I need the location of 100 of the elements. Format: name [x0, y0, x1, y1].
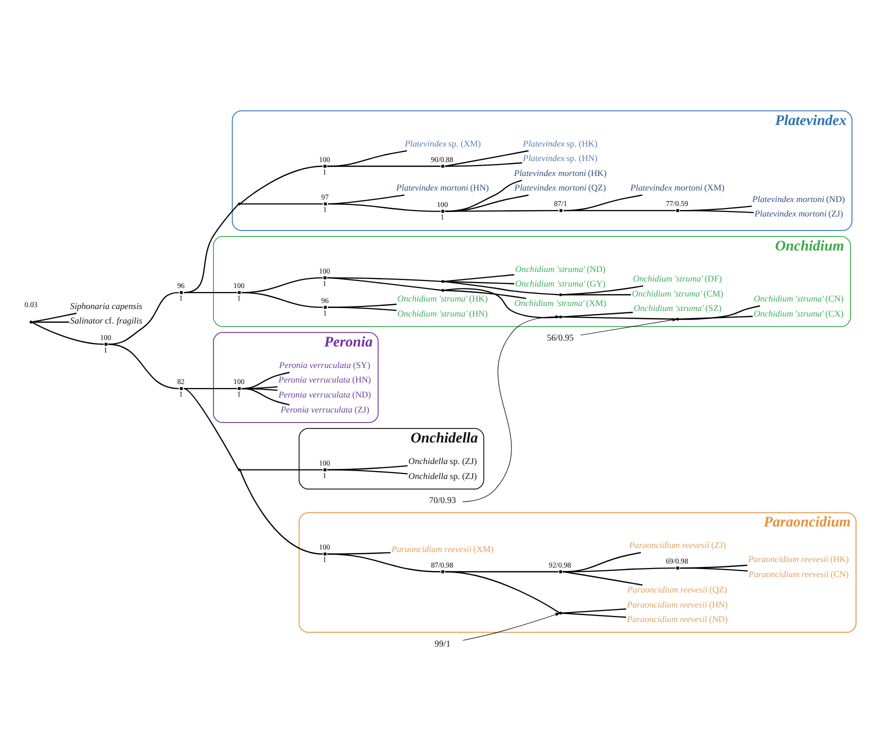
- node-text: Onchidium 'struma' (GY): [515, 278, 606, 289]
- node-label: 100: [233, 377, 244, 386]
- node-text: Platevindex mortoni (XM): [630, 182, 724, 193]
- node-text: 56/0.95: [546, 332, 574, 343]
- arrow: [462, 612, 560, 641]
- node-label: 1: [440, 212, 444, 222]
- node-label: 100: [319, 154, 330, 164]
- node-point: [559, 293, 562, 296]
- node-label: 1: [323, 308, 327, 318]
- node-text: Peronia verruculata (ZJ): [280, 404, 370, 414]
- node-label: 100: [319, 542, 330, 552]
- node-point: [441, 280, 444, 283]
- node-text: 70/0.93: [429, 495, 456, 506]
- node-label: 77/0.59: [666, 199, 688, 208]
- node-text: Onchidella sp. (ZJ): [408, 456, 477, 466]
- node-point: [441, 570, 444, 574]
- connector: [444, 180, 522, 212]
- node-text: Paraoncidium reevesii (CN): [748, 568, 849, 579]
- node-text: Platevindex mortoni (HN): [396, 182, 489, 193]
- node-label: 1: [323, 205, 327, 214]
- node-text: Paraoncidium reevesii (ND): [627, 614, 728, 624]
- node-text: Onchidium 'struma' (HN): [397, 308, 488, 318]
- node-label: 69/0.98: [666, 556, 688, 566]
- connector: [562, 312, 633, 318]
- node-point: [324, 306, 327, 309]
- node-text: Peronia verruculata (ND): [278, 390, 372, 400]
- node-text: Peronia verruculata (SY): [279, 360, 370, 370]
- connector: [445, 162, 522, 167]
- node-text: Paraoncidium reevesii (ZJ): [629, 540, 726, 550]
- connector: [680, 564, 748, 569]
- connector: [241, 388, 290, 406]
- node-point: [559, 209, 562, 212]
- node-text: Onchidium 'struma' (CM): [632, 288, 724, 298]
- node-text: Platevindex sp. (XM): [404, 138, 481, 148]
- connector: [328, 304, 397, 308]
- node-label: 1: [322, 167, 326, 176]
- node-point: [238, 202, 241, 206]
- connector: [184, 388, 238, 390]
- node-point: [676, 566, 680, 570]
- connector: [562, 285, 644, 296]
- node-label: 97: [321, 192, 329, 202]
- node-text: Onchidium 'struma' (SZ): [634, 303, 722, 314]
- node-label: 90/0.88: [430, 154, 454, 164]
- node-label: 87/1: [554, 199, 568, 208]
- node-point: [324, 552, 326, 556]
- node-text: Onchidium 'struma' (HK): [397, 293, 488, 304]
- node-point: [559, 570, 562, 574]
- node-text: Platevindex mortoni (HK): [514, 168, 607, 178]
- node-point: [238, 468, 241, 472]
- node-point: [441, 164, 444, 168]
- node-label: 96: [177, 281, 185, 290]
- connector: [564, 194, 642, 212]
- connector: [108, 292, 179, 345]
- connector: [240, 166, 323, 204]
- node-point: [559, 612, 562, 615]
- label: 0.03: [24, 300, 38, 309]
- node-label: 1: [179, 390, 183, 399]
- connector: [32, 312, 77, 323]
- connector: [241, 372, 290, 390]
- node-label: 87/0.98: [430, 560, 454, 570]
- connector: [562, 294, 631, 296]
- node-label: 100: [233, 281, 244, 290]
- connector: [444, 150, 529, 167]
- connector: [444, 274, 514, 282]
- node-point: [324, 164, 326, 168]
- connector: [32, 322, 104, 345]
- connector: [327, 277, 442, 282]
- connector: [240, 469, 323, 470]
- connector: [678, 305, 760, 320]
- node-text: Paraoncidium reevesii (HK): [748, 554, 849, 564]
- node-text: Platevindex mortoni (ZJ): [754, 208, 844, 219]
- node-label: 100: [436, 200, 448, 209]
- connector: [184, 204, 239, 294]
- connector: [32, 322, 70, 323]
- connector: [444, 571, 560, 614]
- node-label: 1: [322, 278, 326, 288]
- node-label: 82: [177, 377, 185, 386]
- node-point: [30, 320, 32, 324]
- node-label: 1: [322, 555, 326, 564]
- node-label: 100: [319, 458, 330, 468]
- connector: [562, 612, 626, 618]
- node-label: 96: [321, 296, 329, 305]
- node-point: [180, 291, 183, 294]
- connector: [240, 203, 323, 205]
- connector: [240, 470, 323, 555]
- connector: [444, 288, 560, 318]
- node-text: Onchidium 'struma' (XM): [514, 298, 606, 308]
- connector: [327, 277, 442, 291]
- node-label: 1: [237, 294, 241, 303]
- connector: [562, 608, 626, 614]
- connector: [328, 194, 405, 205]
- node-text: Paraoncidium reevesii (XM): [391, 544, 494, 554]
- node-text: Platevindex mortoni (QZ): [514, 182, 606, 193]
- connector: [562, 552, 642, 572]
- arrow: [580, 318, 678, 336]
- node-point: [324, 468, 326, 472]
- connector: [108, 344, 179, 390]
- node-point: [238, 387, 241, 390]
- node-label: 1: [237, 390, 241, 399]
- node-label: 100: [319, 266, 330, 276]
